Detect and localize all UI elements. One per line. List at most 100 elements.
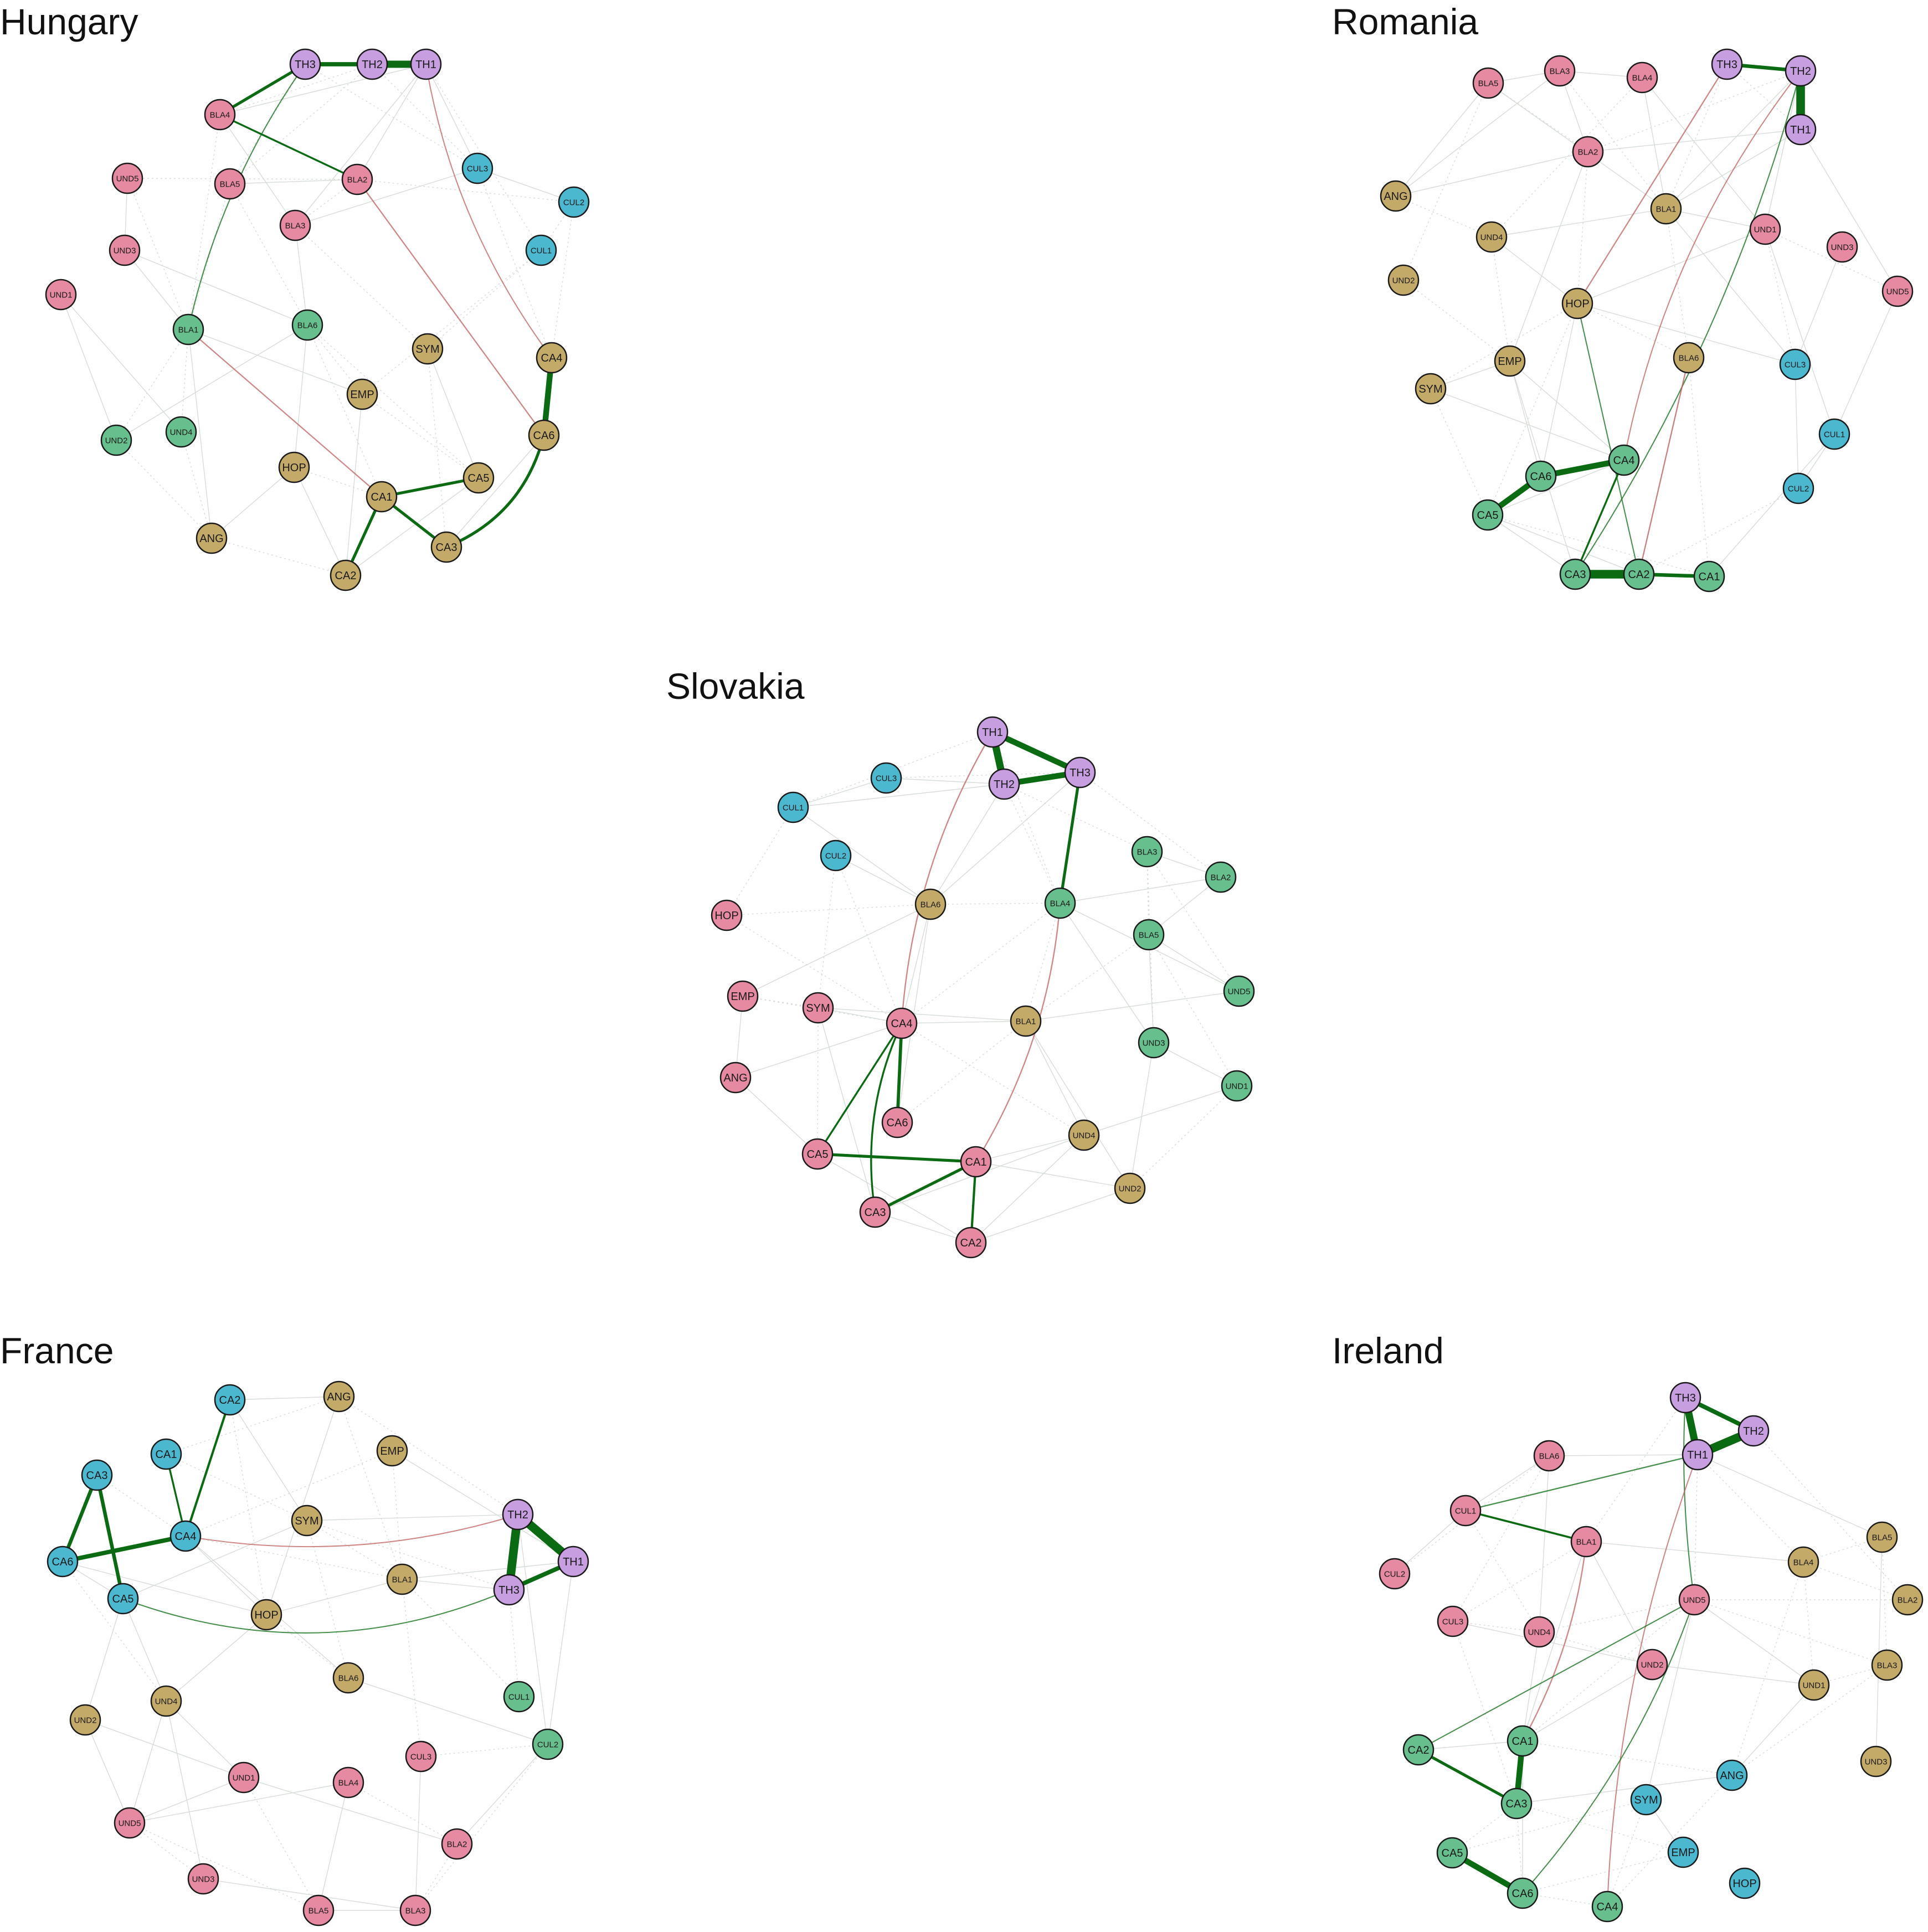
- node-ca1: CA1: [1507, 1725, 1539, 1757]
- edge-ca5-ca1: [817, 1152, 976, 1163]
- node-label: UND1: [1803, 1681, 1826, 1691]
- node-ca5: CA5: [1436, 1837, 1468, 1869]
- node-label: CA4: [175, 1531, 197, 1543]
- edge-th2-ca4: [1623, 70, 1801, 461]
- faint-edge: [85, 1719, 244, 1778]
- node-ca6: CA6: [528, 419, 560, 451]
- faint-edge: [1803, 1562, 1908, 1600]
- node-circle: [1591, 1890, 1623, 1923]
- node-cul1: CUL1: [1449, 1495, 1482, 1527]
- node-ca5: CA5: [801, 1138, 834, 1170]
- faint-edge: [1487, 460, 1624, 516]
- faint-edge: [1487, 303, 1578, 516]
- node-hop: HOP: [250, 1599, 282, 1631]
- node-circle: [1711, 48, 1743, 80]
- node-circle: [107, 1583, 139, 1615]
- edge-th3-bla4: [219, 63, 306, 116]
- node-th2: TH2: [356, 48, 388, 80]
- node-sym: SYM: [291, 1505, 323, 1537]
- node-th1: TH1: [976, 716, 1009, 748]
- edge-th1-cul1: [1465, 1454, 1698, 1512]
- edge-th1-th3: [991, 729, 1082, 775]
- edge-ca6-ca4: [62, 1534, 186, 1564]
- node-circle: [1114, 1172, 1146, 1204]
- node-label: BLA6: [1539, 1452, 1560, 1461]
- node-und4: UND4: [1475, 221, 1508, 253]
- edge-th1-ca4: [425, 64, 552, 358]
- node-bla4: BLA4: [204, 99, 236, 131]
- node-bla5: BLA5: [214, 168, 246, 200]
- node-circle: [1623, 558, 1655, 590]
- faint-edge: [1129, 1042, 1154, 1189]
- node-label: BLA5: [309, 1907, 329, 1916]
- faint-edge: [1060, 877, 1221, 904]
- node-th1: TH1: [1682, 1439, 1714, 1471]
- edge-ca1-ca5: [381, 476, 479, 498]
- node-label: UND3: [114, 246, 136, 256]
- faint-edge: [793, 784, 1005, 808]
- node-th3: TH3: [1064, 756, 1096, 789]
- faint-edge: [726, 904, 931, 916]
- faint-edge: [1452, 1621, 1517, 1804]
- node-circle: [412, 333, 444, 365]
- faint-edge: [306, 1514, 518, 1521]
- node-circle: [1449, 1495, 1482, 1527]
- node-label: BLA2: [347, 176, 368, 185]
- node-circle: [323, 1380, 355, 1413]
- faint-edge: [307, 324, 479, 478]
- node-circle: [1387, 264, 1420, 296]
- edge-th3-und5: [1683, 1397, 1695, 1600]
- faint-edge: [166, 1454, 307, 1521]
- faint-edge: [60, 294, 117, 441]
- faint-edge: [1522, 1599, 1695, 1742]
- faint-edge: [185, 1536, 267, 1615]
- node-ca2: CA2: [955, 1227, 987, 1259]
- edge-th2-ca3: [1575, 70, 1802, 575]
- node-label: BLA4: [210, 111, 230, 120]
- faint-edge: [886, 777, 1005, 785]
- faint-edge: [266, 1579, 403, 1615]
- faint-edges-hungary: [60, 64, 574, 576]
- faint-edge: [1491, 236, 1578, 304]
- node-und4: UND4: [1523, 1616, 1555, 1648]
- faint-edge: [1875, 1537, 1883, 1762]
- node-und5: UND5: [1223, 975, 1255, 1007]
- node-bla5: BLA5: [302, 1894, 335, 1926]
- node-cul1: CUL1: [1818, 418, 1850, 450]
- panel-title-ireland: Ireland: [1332, 1330, 1444, 1371]
- node-und5: UND5: [1881, 275, 1914, 307]
- node-circle: [1380, 180, 1412, 212]
- node-circle: [399, 1894, 431, 1926]
- node-ca5: CA5: [462, 462, 495, 494]
- node-label: TH3: [1675, 1392, 1696, 1404]
- node-circle: [1826, 231, 1858, 263]
- faint-edge: [1452, 1541, 1587, 1622]
- faint-edge: [188, 183, 230, 330]
- node-label: UND5: [1886, 287, 1909, 297]
- node-und3: UND3: [187, 1863, 219, 1895]
- node-circle: [1860, 1745, 1892, 1778]
- node-und2: UND2: [1387, 264, 1420, 296]
- node-label: UND4: [1528, 1628, 1551, 1637]
- faint-edge: [456, 1744, 548, 1845]
- node-circle: [502, 1498, 534, 1531]
- node-circle: [1068, 1119, 1100, 1151]
- faint-edge: [1577, 303, 1796, 365]
- node-ca6: CA6: [1525, 460, 1557, 492]
- node-circle: [1559, 558, 1591, 590]
- faint-edge: [1795, 364, 1799, 489]
- node-label: CUL3: [876, 774, 897, 784]
- node-circle: [881, 1106, 913, 1138]
- node-circle: [279, 209, 311, 241]
- faint-edge: [1491, 208, 1667, 238]
- node-label: TH2: [507, 1509, 528, 1521]
- node-label: BLA1: [1576, 1538, 1597, 1547]
- faint-edge: [1491, 77, 1643, 238]
- faint-edges-slovakia: [726, 731, 1240, 1243]
- node-ca5: CA5: [107, 1583, 139, 1615]
- node-circle: [1782, 472, 1814, 504]
- faint-edge: [1539, 1455, 1550, 1632]
- faint-edge: [357, 179, 574, 203]
